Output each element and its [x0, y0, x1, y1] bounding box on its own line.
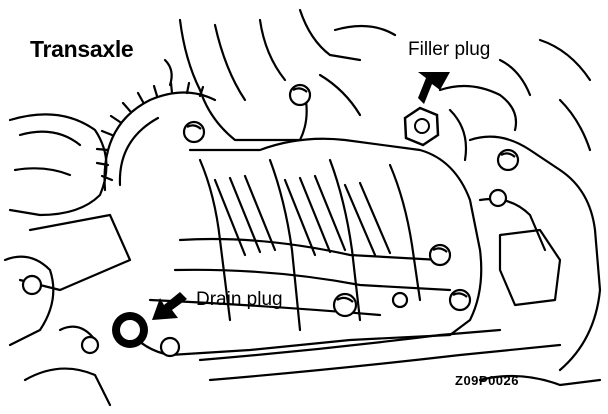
- bolt-icon: [21, 83, 520, 358]
- arrow-icon: [152, 292, 187, 320]
- plug-icon: [112, 312, 148, 348]
- drain-plug-label: Drain plug: [196, 289, 283, 310]
- right-housing: [438, 38, 602, 387]
- filler-plug-label: Filler plug: [408, 39, 491, 60]
- plug-icon: [403, 106, 440, 147]
- gear-icon: [95, 81, 217, 192]
- transaxle-case: [118, 137, 562, 382]
- left-housing: [3, 113, 132, 407]
- arrow-icon: [418, 72, 450, 104]
- figure-code: Z09P0026: [455, 373, 519, 388]
- figure-title: Transaxle: [30, 36, 134, 62]
- upper-housing: [163, 8, 397, 142]
